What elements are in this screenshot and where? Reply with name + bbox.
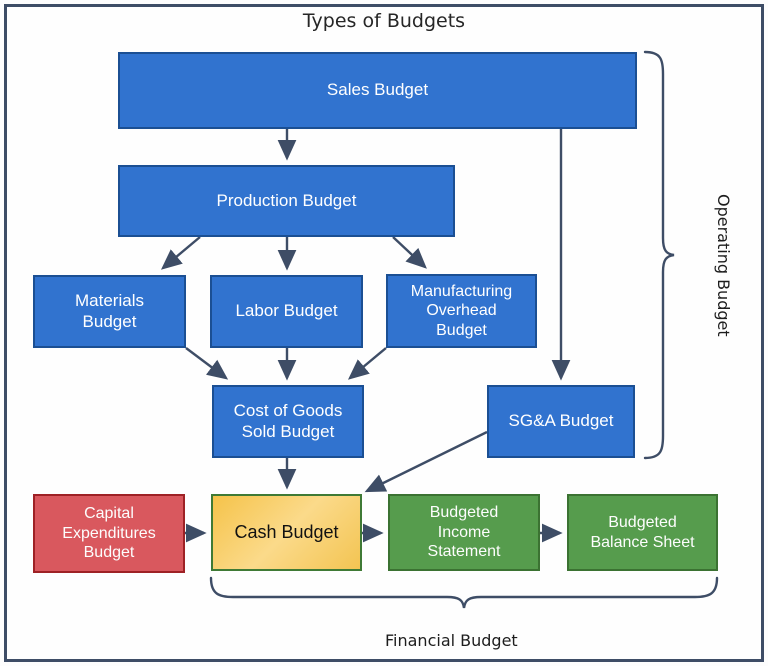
group-label-financial-budget: Financial Budget	[385, 631, 518, 650]
node-label: Budgeted Balance Sheet	[590, 513, 695, 551]
node-label: Manufacturing Overhead Budget	[410, 282, 513, 339]
node-label: Capital Expenditures Budget	[62, 505, 156, 562]
node-label: Cash Budget	[234, 521, 339, 542]
node-label: Production Budget	[216, 190, 357, 210]
node-label: Labor Budget	[235, 301, 338, 321]
node-budgeted-balance-sheet[interactable]: Budgeted Balance Sheet	[567, 494, 718, 571]
node-materials-budget[interactable]: Materials Budget	[33, 275, 186, 348]
node-sales-budget[interactable]: Sales Budget	[118, 52, 637, 129]
page-title: Types of Budgets	[302, 10, 466, 32]
node-production-budget[interactable]: Production Budget	[118, 165, 455, 237]
node-budgeted-income-statement[interactable]: Budgeted Income Statement	[388, 494, 540, 571]
node-manufacturing-overhead-budget[interactable]: Manufacturing Overhead Budget	[386, 274, 537, 348]
node-sga-budget[interactable]: SG&A Budget	[487, 385, 635, 458]
node-label: Cost of Goods Sold Budget	[233, 400, 343, 441]
node-label: Budgeted Income Statement	[427, 504, 501, 561]
node-labor-budget[interactable]: Labor Budget	[210, 275, 363, 348]
node-cost-of-goods-sold-budget[interactable]: Cost of Goods Sold Budget	[212, 385, 364, 458]
group-label-operating-budget: Operating Budget	[714, 194, 733, 337]
node-label: SG&A Budget	[508, 411, 614, 431]
node-label: Materials Budget	[75, 290, 144, 331]
node-cash-budget[interactable]: Cash Budget	[211, 494, 362, 571]
node-capital-expenditures-budget[interactable]: Capital Expenditures Budget	[33, 494, 185, 573]
node-label: Sales Budget	[326, 80, 429, 100]
